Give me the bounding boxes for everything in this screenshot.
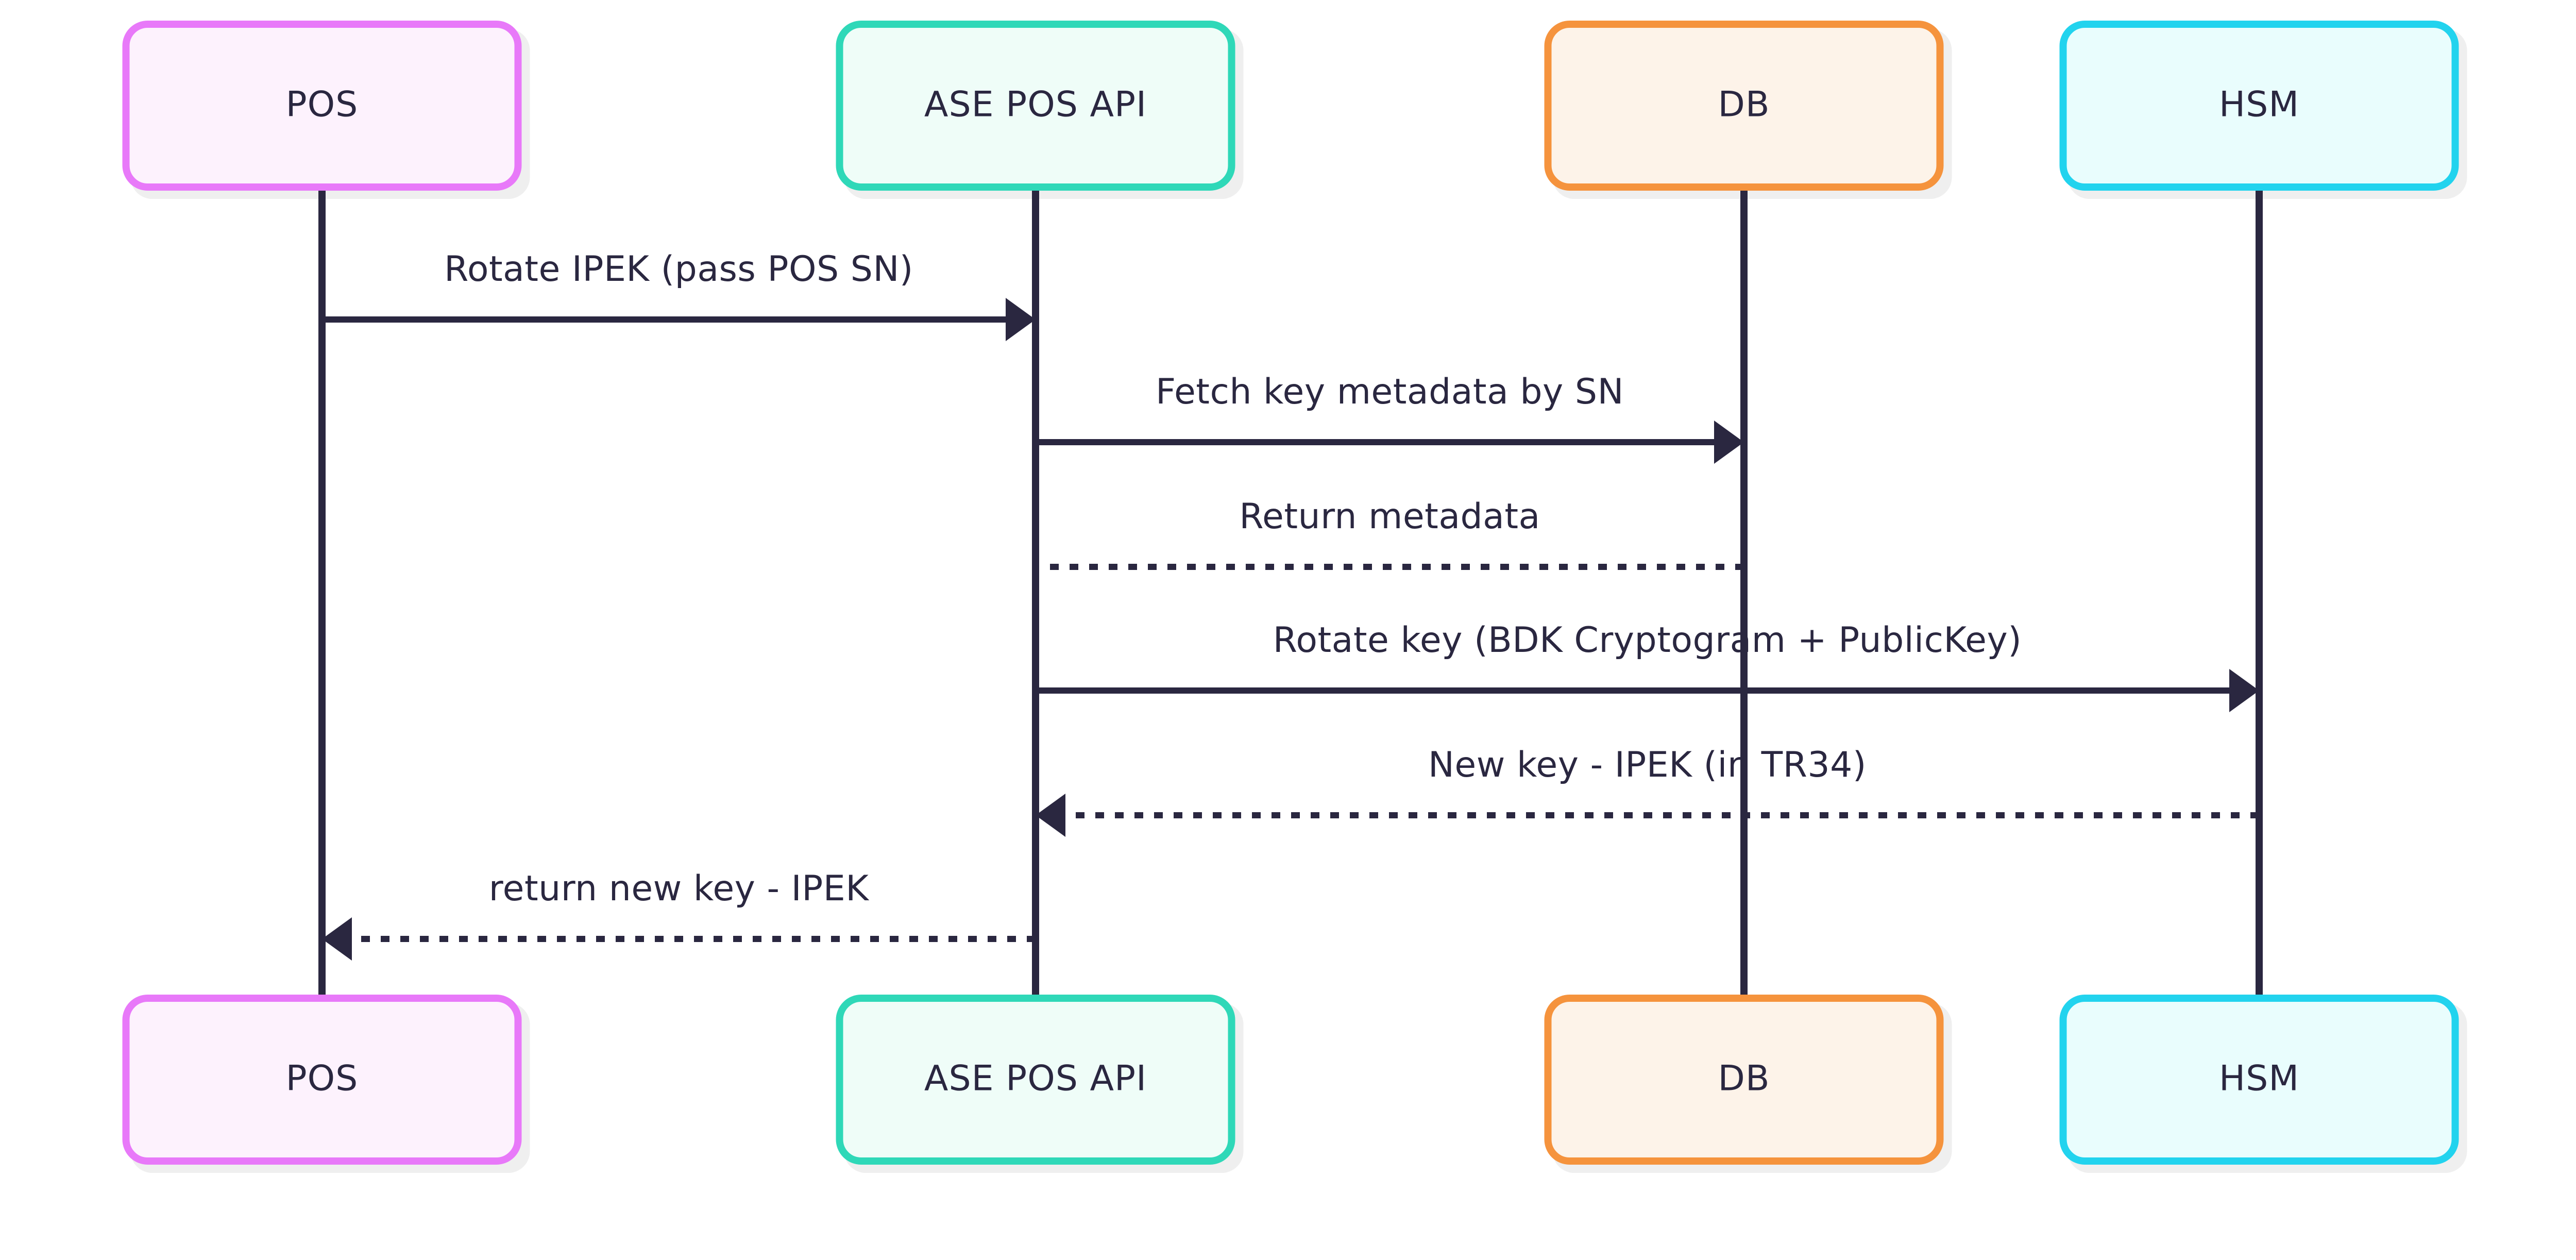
message-label-3: Return metadata	[1239, 496, 1540, 537]
message-1[interactable]: Rotate IPEK (pass POS SN)	[322, 249, 1036, 341]
message-2[interactable]: Fetch key metadata by SN	[1036, 372, 1744, 464]
message-label-6: return new key - IPEK	[489, 868, 870, 909]
message-4[interactable]: Rotate key (BDK Cryptogram + PublicKey)	[1036, 620, 2259, 712]
participant-label-pos-top: POS	[286, 85, 359, 125]
message-3[interactable]: Return metadata	[1036, 496, 1744, 570]
participant-box-layer: POS POS ASE POS API ASE POS API DB DB HSM HSM	[122, 21, 2459, 1165]
participant-box-rect-ase-bottom	[836, 995, 1235, 1165]
participant-box-rect-db-bottom	[1544, 995, 1944, 1165]
participant-label-db-top: DB	[1718, 85, 1770, 125]
message-label-2: Fetch key metadata by SN	[1156, 372, 1624, 412]
participant-label-ase-top: ASE POS API	[924, 85, 1147, 125]
participant-box-ase-top[interactable]: ASE POS API	[836, 21, 1235, 191]
message-arrowhead-5-icon	[1036, 794, 1065, 837]
message-arrowhead-1-icon	[1006, 298, 1036, 341]
message-label-5: New key - IPEK (in TR34)	[1428, 745, 1867, 785]
participant-box-ase-bottom[interactable]: ASE POS API	[836, 995, 1235, 1165]
participant-box-rect-pos-top	[122, 21, 522, 191]
message-arrowhead-6-icon	[322, 917, 352, 961]
participant-label-ase-bottom: ASE POS API	[924, 1059, 1147, 1099]
participant-box-hsm-bottom[interactable]: HSM	[2059, 995, 2459, 1165]
participant-label-hsm-top: HSM	[2219, 85, 2299, 125]
message-arrowhead-2-icon	[1714, 421, 1744, 464]
participant-label-db-bottom: DB	[1718, 1059, 1770, 1099]
participant-box-rect-hsm-top	[2059, 21, 2459, 191]
participant-box-hsm-top[interactable]: HSM	[2059, 21, 2459, 191]
participant-box-rect-ase-top	[836, 21, 1235, 191]
message-5[interactable]: New key - IPEK (in TR34)	[1036, 745, 2259, 837]
participant-box-rect-pos-bottom	[122, 995, 522, 1165]
participant-box-pos-top[interactable]: POS	[122, 21, 522, 191]
message-label-4: Rotate key (BDK Cryptogram + PublicKey)	[1273, 620, 2022, 661]
message-arrowhead-4-icon	[2229, 669, 2259, 712]
participant-box-rect-db-top	[1544, 21, 1944, 191]
message-layer: Rotate IPEK (pass POS SN) Fetch key metad…	[322, 249, 2259, 961]
participant-label-hsm-bottom: HSM	[2219, 1059, 2299, 1099]
message-label-1: Rotate IPEK (pass POS SN)	[444, 249, 913, 290]
message-6[interactable]: return new key - IPEK	[322, 868, 1036, 961]
participant-label-pos-bottom: POS	[286, 1059, 359, 1099]
lifeline-layer	[318, 191, 2263, 1036]
participant-box-rect-hsm-bottom	[2059, 995, 2459, 1165]
participant-box-db-top[interactable]: DB	[1544, 21, 1944, 191]
participant-box-db-bottom[interactable]: DB	[1544, 995, 1944, 1165]
participant-box-pos-bottom[interactable]: POS	[122, 995, 522, 1165]
